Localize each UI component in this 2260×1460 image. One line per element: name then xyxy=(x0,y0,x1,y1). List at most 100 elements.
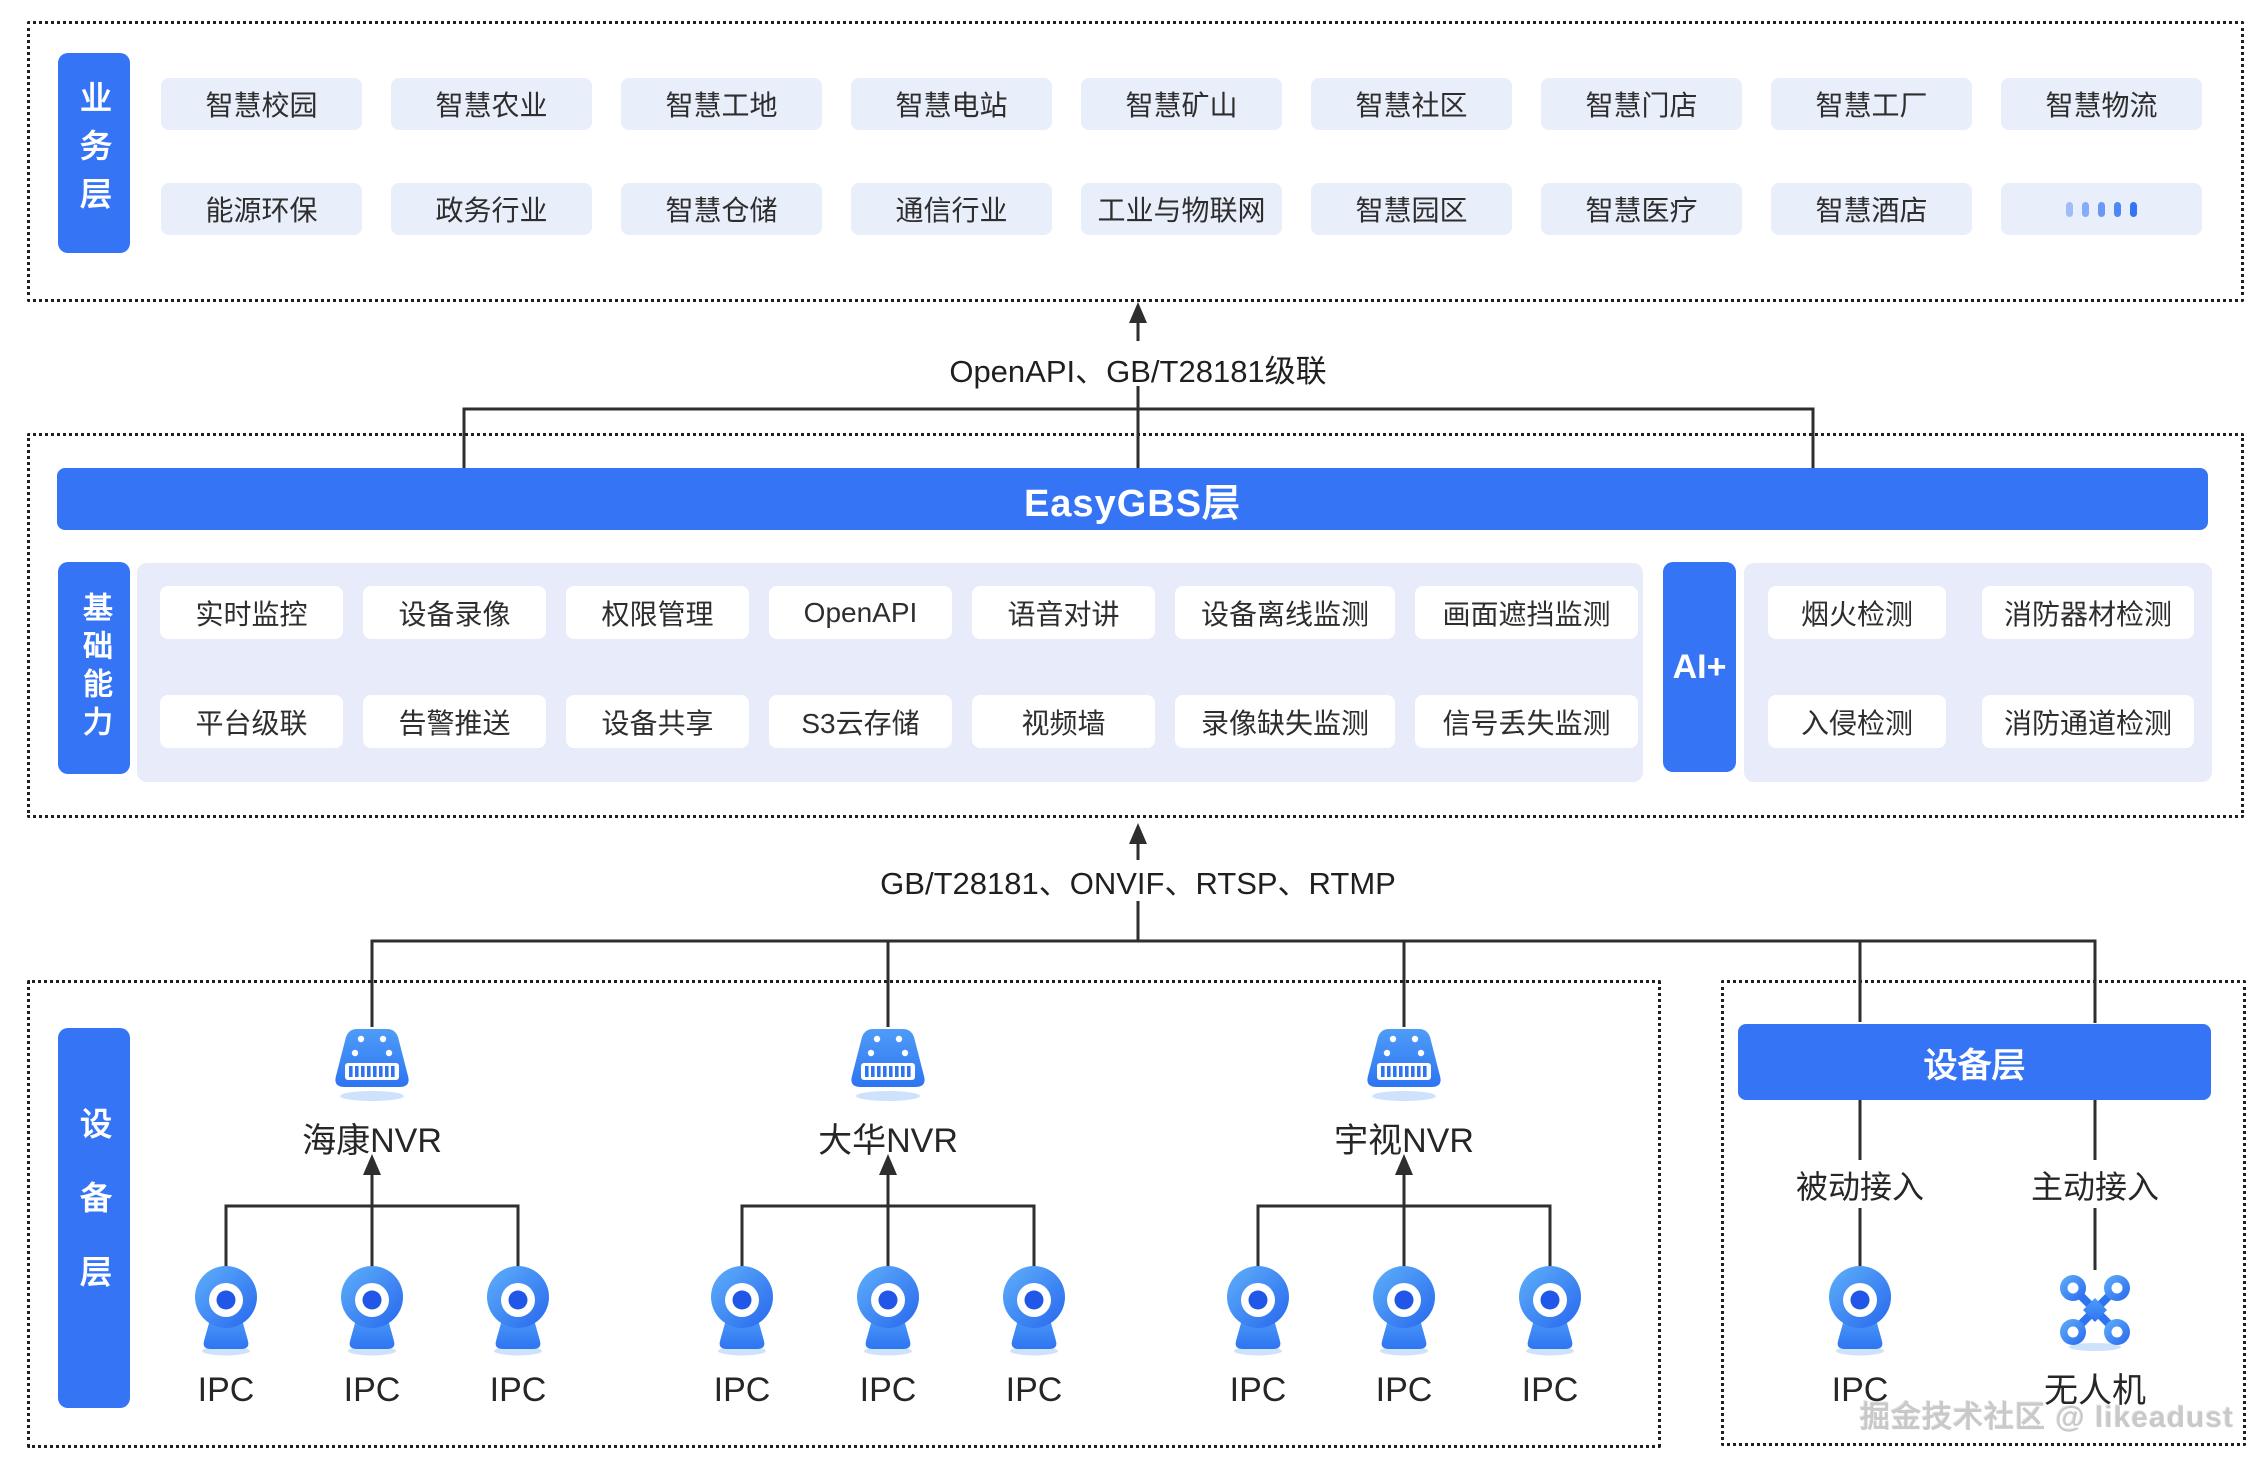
capability-item: 平台级联 xyxy=(160,695,343,748)
business-item: 工业与物联网 xyxy=(1081,183,1282,235)
nvr-label: 大华NVR xyxy=(818,1122,958,1160)
ipc-label: IPC xyxy=(859,1371,917,1409)
ipc-unit: IPC xyxy=(1178,1264,1338,1410)
ipc-camera-icon xyxy=(1823,1264,1897,1356)
capability-item: 视频墙 xyxy=(972,695,1155,748)
business-item: 能源环保 xyxy=(161,183,362,235)
ipc-label: IPC xyxy=(1831,1371,1889,1409)
business-item: 智慧门店 xyxy=(1541,78,1742,130)
easygbs-title: EasyGBS层 xyxy=(1023,482,1242,525)
ellipsis-dots-icon xyxy=(2066,201,2073,217)
ipc-camera-icon xyxy=(335,1264,409,1356)
business-item: 政务行业 xyxy=(391,183,592,235)
capability-item: 信号丢失监测 xyxy=(1415,695,1638,748)
business-layer-pill: 业务层 xyxy=(58,53,130,253)
business-item: 智慧矿山 xyxy=(1081,78,1282,130)
business-layer-label: 业务层 xyxy=(76,81,112,225)
business-item: 智慧工厂 xyxy=(1771,78,1972,130)
capability-panel: 实时监控 设备录像 权限管理 OpenAPI 语音对讲 设备离线监测 画面遮挡监… xyxy=(137,563,1643,782)
capability-item: 设备录像 xyxy=(363,586,546,639)
nvr-recorder-icon xyxy=(846,1026,930,1102)
ipc-camera-icon xyxy=(1367,1264,1441,1356)
business-item: 通信行业 xyxy=(851,183,1052,235)
capability-pill: 基础能力 xyxy=(58,562,130,774)
device-layer-label: 设备层 xyxy=(76,1107,112,1329)
watermark: 掘金技术社区 @ likeadust xyxy=(1860,1401,2234,1434)
capability-item: 权限管理 xyxy=(566,586,749,639)
ipc-unit: IPC xyxy=(954,1264,1114,1410)
nvr-unit: 海康NVR xyxy=(252,1026,492,1162)
more-items-chip xyxy=(2001,183,2202,235)
bottom-protocol-label: GB/T28181、ONVIF、RTSP、RTMP xyxy=(880,866,1396,901)
business-item: 智慧校园 xyxy=(161,78,362,130)
ipc-label: IPC xyxy=(1229,1371,1287,1409)
ipc-unit: IPC xyxy=(662,1264,822,1410)
capability-item: 设备离线监测 xyxy=(1175,586,1395,639)
capability-item: 画面遮挡监测 xyxy=(1415,586,1638,639)
ipc-label: IPC xyxy=(1375,1371,1433,1409)
ipc-unit: IPC xyxy=(808,1264,968,1410)
device-access-title: 设备层 xyxy=(1923,1046,2026,1085)
active-access-label: 主动接入 xyxy=(1985,1162,2205,1208)
ipc-unit: IPC xyxy=(292,1264,452,1410)
ipc-camera-icon xyxy=(481,1264,555,1356)
nvr-recorder-icon xyxy=(330,1026,414,1102)
device-layer-pill: 设备层 xyxy=(58,1028,130,1408)
business-item: 智慧园区 xyxy=(1311,183,1512,235)
business-layer-box xyxy=(27,21,2244,302)
ipc-label: IPC xyxy=(713,1371,771,1409)
device-access-bar: 设备层 xyxy=(1738,1024,2211,1100)
ipc-unit: IPC xyxy=(438,1264,598,1410)
device-access-box xyxy=(1721,980,2246,1446)
capability-item: 语音对讲 xyxy=(972,586,1155,639)
ipc-label: IPC xyxy=(1521,1371,1579,1409)
ipc-camera-icon xyxy=(997,1264,1071,1356)
ai-pill: AI+ xyxy=(1663,562,1736,772)
capability-item: 设备共享 xyxy=(566,695,749,748)
easygbs-bar: EasyGBS层 xyxy=(57,468,2208,530)
drone-unit: 无人机 xyxy=(2015,1264,2175,1412)
ai-item: 烟火检测 xyxy=(1768,586,1946,639)
ipc-camera-icon xyxy=(189,1264,263,1356)
ipc-camera-icon xyxy=(705,1264,779,1356)
capability-item: 录像缺失监测 xyxy=(1175,695,1395,748)
nvr-label: 宇视NVR xyxy=(1334,1122,1474,1160)
ai-item: 消防通道检测 xyxy=(1982,695,2194,748)
business-items-grid: 智慧校园 智慧农业 智慧工地 智慧电站 智慧矿山 智慧社区 智慧门店 智慧工厂 … xyxy=(161,78,2202,235)
drone-label: 无人机 xyxy=(2044,1372,2146,1410)
ipc-camera-icon xyxy=(1221,1264,1295,1356)
ai-item: 入侵检测 xyxy=(1768,695,1946,748)
ai-item: 消防器材检测 xyxy=(1982,586,2194,639)
ipc-unit: IPC xyxy=(146,1264,306,1410)
ipc-label: IPC xyxy=(343,1371,401,1409)
business-item: 智慧医疗 xyxy=(1541,183,1742,235)
ai-panel: 烟火检测 消防器材检测 入侵检测 消防通道检测 xyxy=(1744,563,2212,782)
capability-item: 实时监控 xyxy=(160,586,343,639)
nvr-label: 海康NVR xyxy=(302,1122,442,1160)
passive-access-label: 被动接入 xyxy=(1750,1162,1970,1208)
drone-icon xyxy=(2053,1264,2137,1354)
business-item: 智慧仓储 xyxy=(621,183,822,235)
nvr-unit: 大华NVR xyxy=(768,1026,1008,1162)
easygbs-layer-box xyxy=(27,433,2244,818)
ipc-label: IPC xyxy=(197,1371,255,1409)
capability-item: OpenAPI xyxy=(769,586,952,639)
ipc-camera-icon xyxy=(851,1264,925,1356)
business-item: 智慧电站 xyxy=(851,78,1052,130)
business-item: 智慧社区 xyxy=(1311,78,1512,130)
nvr-recorder-icon xyxy=(1362,1026,1446,1102)
business-item: 智慧酒店 xyxy=(1771,183,1972,235)
capability-item: 告警推送 xyxy=(363,695,546,748)
nvr-unit: 宇视NVR xyxy=(1284,1026,1524,1162)
capability-item: S3云存储 xyxy=(769,695,952,748)
ipc-label: IPC xyxy=(489,1371,547,1409)
ipc-label: IPC xyxy=(1005,1371,1063,1409)
device-layer-box xyxy=(27,980,1661,1448)
business-item: 智慧工地 xyxy=(621,78,822,130)
business-item: 智慧物流 xyxy=(2001,78,2202,130)
top-protocol-label: OpenAPI、GB/T28181级联 xyxy=(949,354,1327,389)
capability-label: 基础能力 xyxy=(78,592,111,744)
ipc-camera-icon xyxy=(1513,1264,1587,1356)
